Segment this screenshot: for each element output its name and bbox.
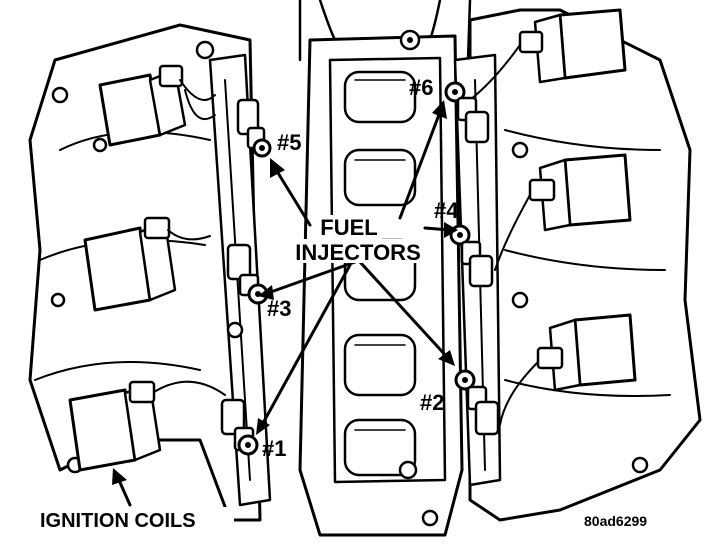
injectors-label: INJECTORS bbox=[295, 240, 421, 265]
injector-label-5: #5 bbox=[277, 130, 301, 155]
injector-label-2: #2 bbox=[420, 390, 444, 415]
ignition-coil-middle-right bbox=[494, 153, 632, 271]
ignition-coil-upper-right bbox=[469, 8, 627, 101]
intake-manifold bbox=[298, 0, 472, 537]
injector-label-1: #1 bbox=[262, 436, 286, 461]
fuel-injector-6 bbox=[444, 81, 490, 144]
figure-code-backing bbox=[582, 510, 664, 530]
ignition-label-backing bbox=[38, 507, 234, 531]
ignition-coil-lower-right bbox=[499, 313, 637, 426]
ignition-coils-label: IGNITION COILS bbox=[40, 510, 196, 532]
injector-label-6: #6 bbox=[409, 75, 433, 100]
injector-label-3: #3 bbox=[267, 296, 291, 321]
figure-code: 80ad6299 bbox=[584, 513, 647, 529]
fuel-label-backing bbox=[316, 215, 382, 239]
ignition-coil-upper-left bbox=[98, 64, 216, 147]
fuel-injector-2 bbox=[454, 369, 500, 436]
ignition-coil-lower-left bbox=[68, 380, 226, 472]
ignition-coil-middle-left bbox=[83, 216, 211, 312]
injectors-label-backing bbox=[288, 239, 428, 263]
fuel-label: FUEL bbox=[320, 215, 377, 240]
injector-label-4: #4 bbox=[434, 198, 459, 223]
fuel-injector-5 bbox=[236, 98, 272, 158]
leader-lines bbox=[112, 100, 458, 507]
fuel-injector-3 bbox=[226, 243, 269, 305]
fuel-injector-1 bbox=[220, 398, 259, 456]
fuel-injector-4 bbox=[449, 224, 494, 288]
